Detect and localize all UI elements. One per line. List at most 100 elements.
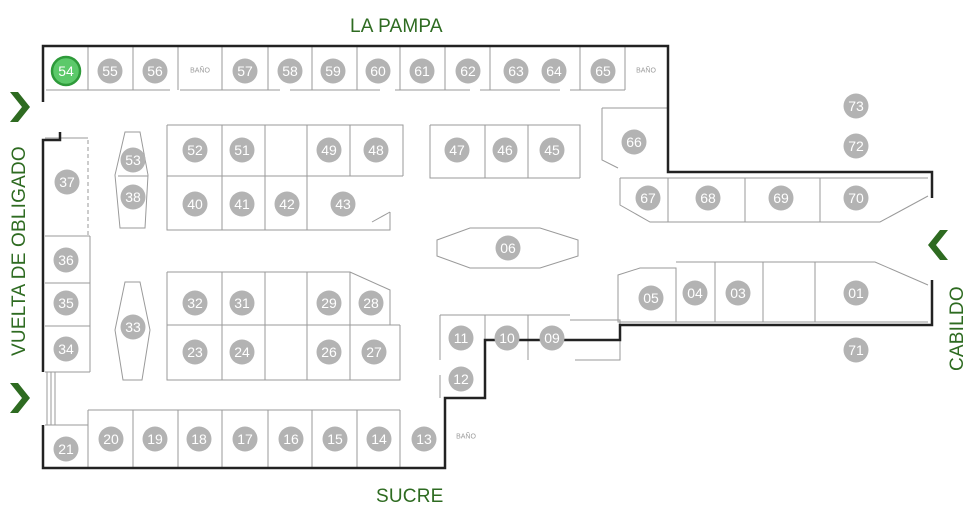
unit-42[interactable]: 42 xyxy=(274,191,300,217)
unit-33[interactable]: 33 xyxy=(120,314,146,340)
unit-circle[interactable] xyxy=(843,93,869,119)
unit-circle[interactable] xyxy=(320,58,346,84)
unit-66[interactable]: 66 xyxy=(621,129,647,155)
unit-circle[interactable] xyxy=(365,58,391,84)
unit-53[interactable]: 53 xyxy=(120,147,146,173)
unit-24[interactable]: 24 xyxy=(229,339,255,365)
unit-circle[interactable] xyxy=(539,137,565,163)
unit-41[interactable]: 41 xyxy=(229,191,255,217)
unit-04[interactable]: 04 xyxy=(682,280,708,306)
unit-circle[interactable] xyxy=(182,290,208,316)
unit-circle[interactable] xyxy=(229,191,255,217)
unit-69[interactable]: 69 xyxy=(768,185,794,211)
unit-circle[interactable] xyxy=(843,337,869,363)
unit-circle[interactable] xyxy=(277,58,303,84)
unit-13[interactable]: 13 xyxy=(411,426,437,452)
unit-circle[interactable] xyxy=(361,339,387,365)
unit-35[interactable]: 35 xyxy=(53,290,79,316)
unit-circle[interactable] xyxy=(539,325,565,351)
unit-67[interactable]: 67 xyxy=(635,185,661,211)
unit-circle[interactable] xyxy=(53,336,79,362)
unit-45[interactable]: 45 xyxy=(539,137,565,163)
unit-circle[interactable] xyxy=(503,58,529,84)
unit-circle[interactable] xyxy=(590,58,616,84)
unit-11[interactable]: 11 xyxy=(448,325,474,351)
unit-circle[interactable] xyxy=(142,426,168,452)
unit-circle[interactable] xyxy=(98,426,124,452)
unit-circle[interactable] xyxy=(330,191,356,217)
unit-circle[interactable] xyxy=(53,247,79,273)
unit-circle[interactable] xyxy=(768,185,794,211)
unit-72[interactable]: 72 xyxy=(843,133,869,159)
unit-70[interactable]: 70 xyxy=(843,185,869,211)
unit-55[interactable]: 55 xyxy=(97,58,123,84)
unit-71[interactable]: 71 xyxy=(843,337,869,363)
unit-17[interactable]: 17 xyxy=(232,426,258,452)
unit-circle[interactable] xyxy=(621,129,647,155)
unit-58[interactable]: 58 xyxy=(277,58,303,84)
unit-59[interactable]: 59 xyxy=(320,58,346,84)
unit-circle[interactable] xyxy=(229,339,255,365)
unit-49[interactable]: 49 xyxy=(316,137,342,163)
unit-circle[interactable] xyxy=(843,185,869,211)
unit-circle[interactable] xyxy=(638,285,664,311)
unit-circle[interactable] xyxy=(322,426,348,452)
unit-circle[interactable] xyxy=(444,137,470,163)
unit-28[interactable]: 28 xyxy=(358,290,384,316)
unit-19[interactable]: 19 xyxy=(142,426,168,452)
unit-06[interactable]: 06 xyxy=(495,235,521,261)
unit-46[interactable]: 46 xyxy=(492,137,518,163)
unit-circle[interactable] xyxy=(142,58,168,84)
unit-36[interactable]: 36 xyxy=(53,247,79,273)
unit-circle[interactable] xyxy=(409,58,435,84)
unit-43[interactable]: 43 xyxy=(330,191,356,217)
unit-62[interactable]: 62 xyxy=(455,58,481,84)
unit-circle[interactable] xyxy=(843,133,869,159)
unit-circle[interactable] xyxy=(448,366,474,392)
unit-circle[interactable] xyxy=(120,147,146,173)
unit-63[interactable]: 63 xyxy=(503,58,529,84)
unit-circle[interactable] xyxy=(363,137,389,163)
unit-circle[interactable] xyxy=(97,58,123,84)
unit-51[interactable]: 51 xyxy=(229,137,255,163)
unit-48[interactable]: 48 xyxy=(363,137,389,163)
unit-05[interactable]: 05 xyxy=(638,285,664,311)
unit-16[interactable]: 16 xyxy=(278,426,304,452)
unit-29[interactable]: 29 xyxy=(316,290,342,316)
unit-09[interactable]: 09 xyxy=(539,325,565,351)
unit-circle[interactable] xyxy=(182,137,208,163)
unit-64[interactable]: 64 xyxy=(541,58,567,84)
unit-circle[interactable] xyxy=(358,290,384,316)
unit-circle[interactable] xyxy=(274,191,300,217)
unit-56[interactable]: 56 xyxy=(142,58,168,84)
unit-32[interactable]: 32 xyxy=(182,290,208,316)
unit-57[interactable]: 57 xyxy=(232,58,258,84)
unit-circle[interactable] xyxy=(232,426,258,452)
unit-circle[interactable] xyxy=(682,280,708,306)
unit-31[interactable]: 31 xyxy=(229,290,255,316)
unit-circle[interactable] xyxy=(411,426,437,452)
unit-circle[interactable] xyxy=(316,290,342,316)
unit-circle[interactable] xyxy=(448,325,474,351)
unit-circle[interactable] xyxy=(182,191,208,217)
unit-circle[interactable] xyxy=(495,235,521,261)
unit-circle[interactable] xyxy=(366,426,392,452)
unit-34[interactable]: 34 xyxy=(53,336,79,362)
unit-circle[interactable] xyxy=(50,55,82,87)
unit-37[interactable]: 37 xyxy=(54,169,80,195)
unit-circle[interactable] xyxy=(229,137,255,163)
unit-40[interactable]: 40 xyxy=(182,191,208,217)
unit-14[interactable]: 14 xyxy=(366,426,392,452)
unit-circle[interactable] xyxy=(316,137,342,163)
unit-circle[interactable] xyxy=(455,58,481,84)
unit-01[interactable]: 01 xyxy=(843,280,869,306)
unit-circle[interactable] xyxy=(186,426,212,452)
unit-circle[interactable] xyxy=(316,339,342,365)
unit-23[interactable]: 23 xyxy=(182,339,208,365)
unit-circle[interactable] xyxy=(541,58,567,84)
unit-circle[interactable] xyxy=(494,325,520,351)
unit-38[interactable]: 38 xyxy=(120,184,146,210)
unit-circle[interactable] xyxy=(120,184,146,210)
unit-10[interactable]: 10 xyxy=(494,325,520,351)
unit-circle[interactable] xyxy=(843,280,869,306)
